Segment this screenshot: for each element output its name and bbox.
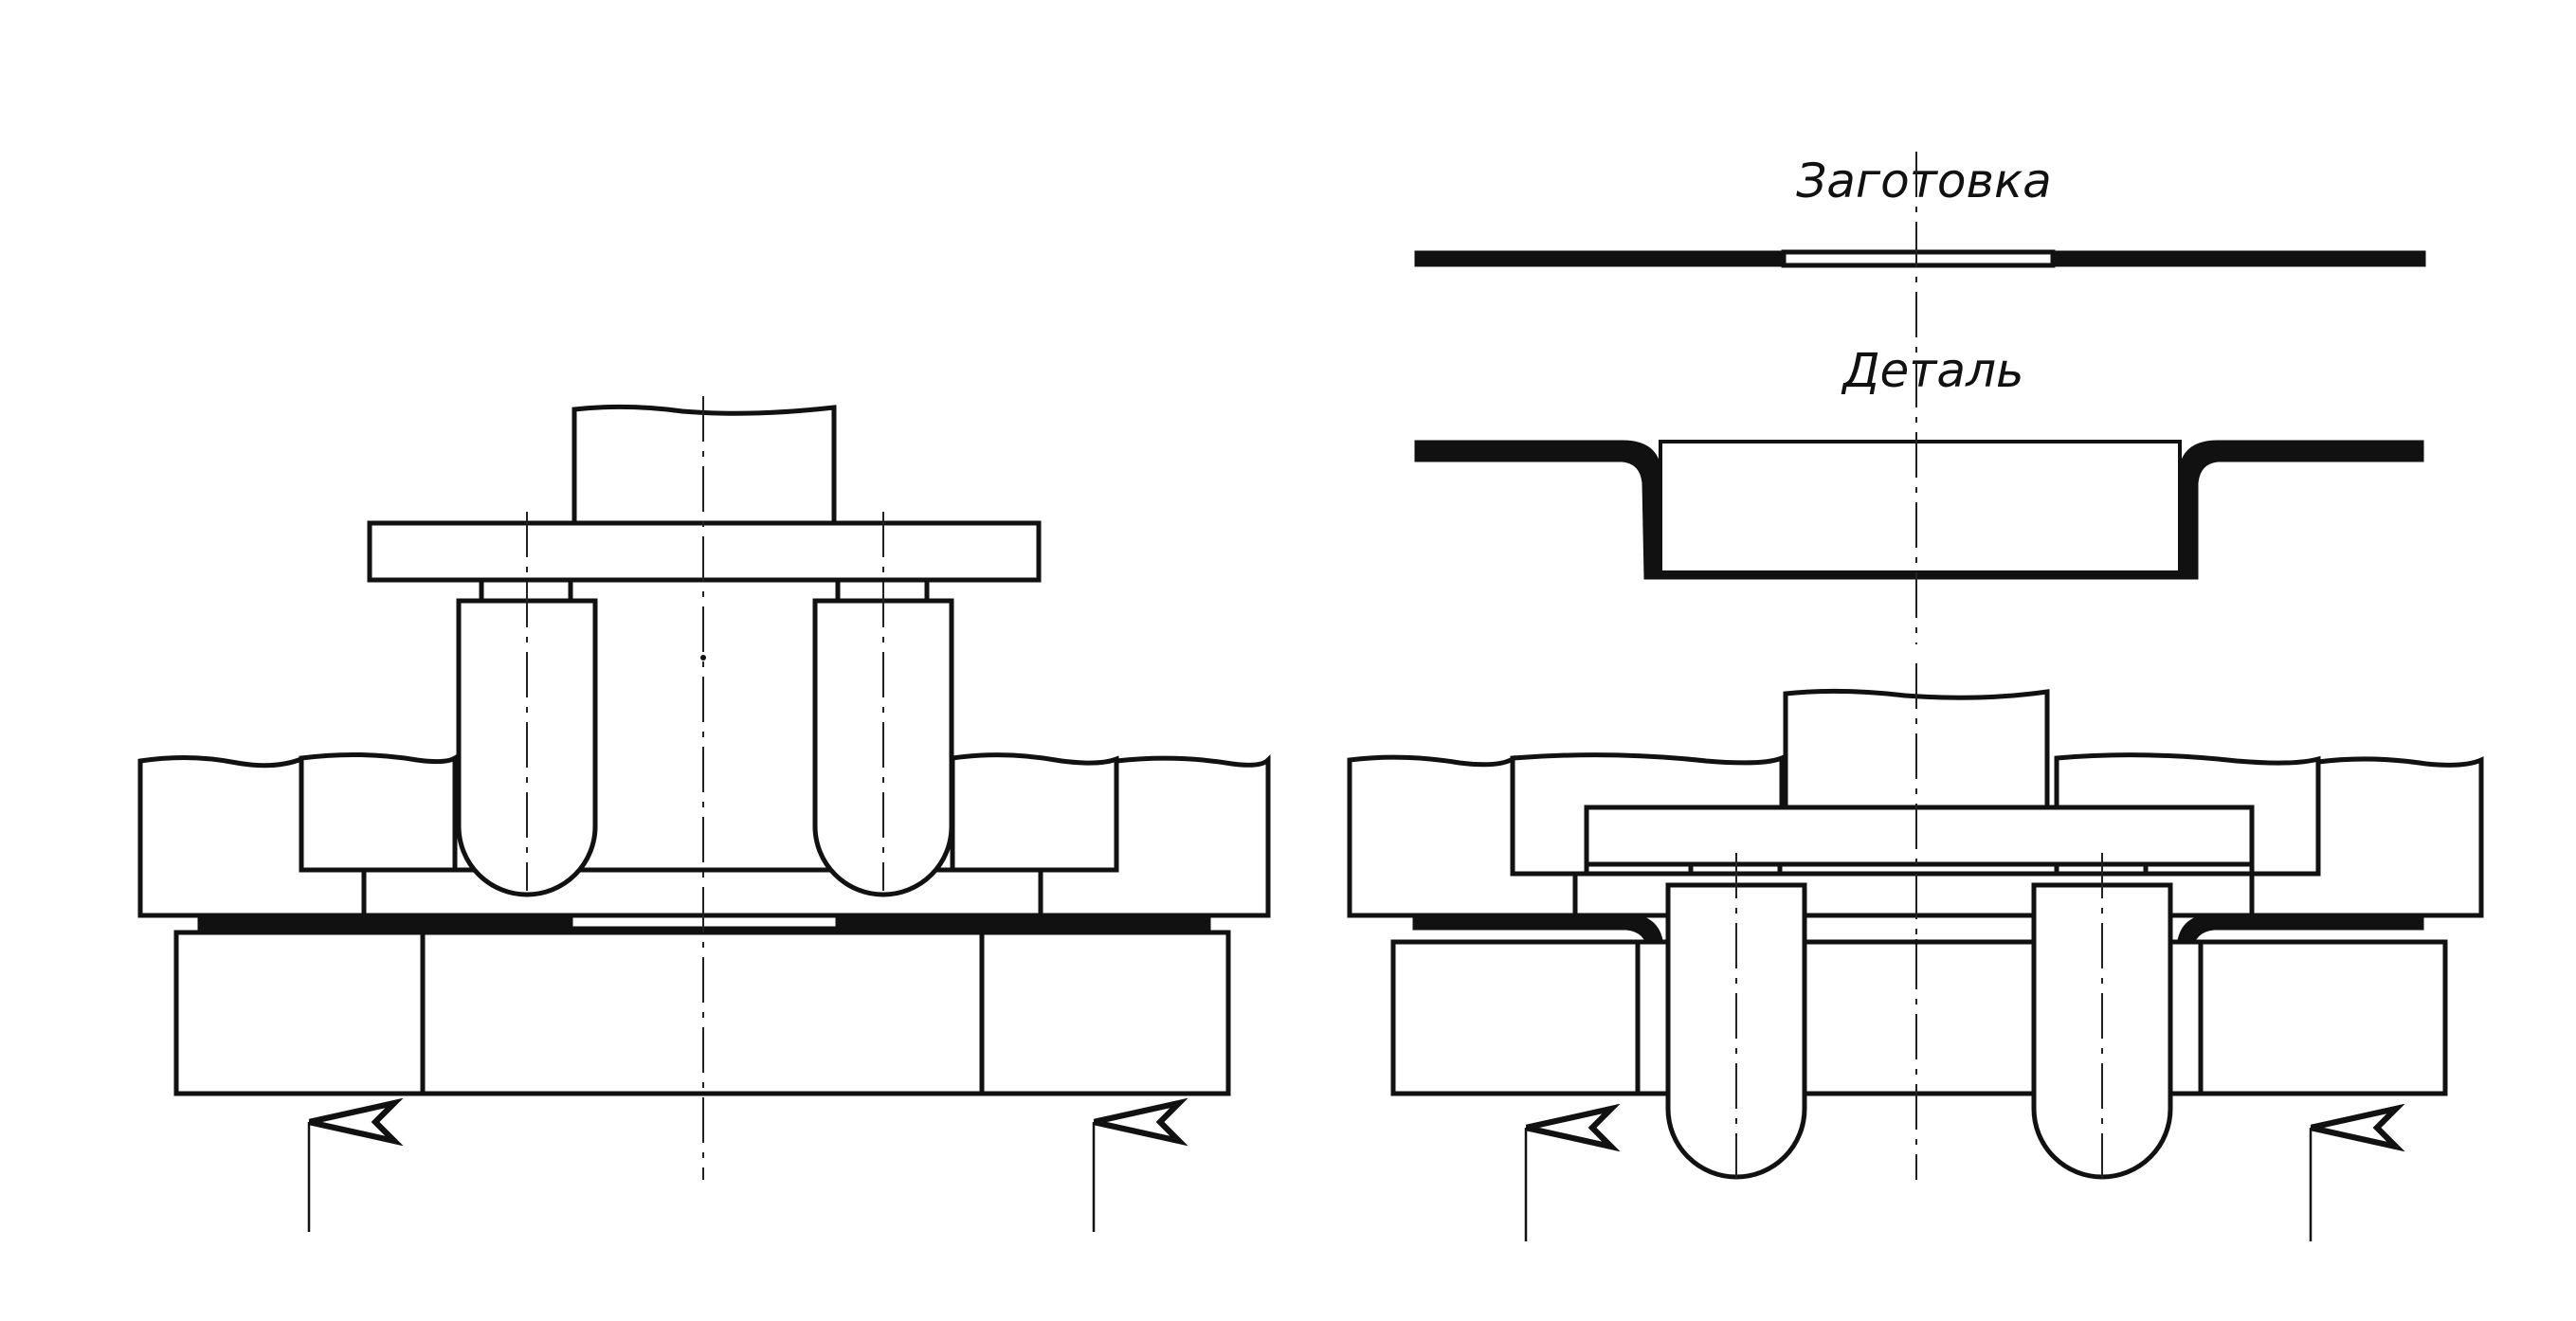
left-inner-holder-right (950, 752, 1119, 873)
part-flanged-profile (1414, 440, 2424, 580)
right-blank-and-part: Заготовка Деталь (1414, 152, 2426, 644)
right-lower-die-left-hatched (1390, 939, 1641, 1096)
blank-sheet-right (2051, 250, 2426, 267)
right-view-end-position (1347, 663, 2484, 1241)
left-lower-die-right-hatched (979, 930, 1231, 1096)
left-blank-sheet-right (836, 914, 1211, 931)
right-inner-holder (1510, 752, 1785, 877)
right-upper-plate-right-hatched (2249, 756, 2484, 918)
left-lower-die-left-hatched (173, 930, 426, 1096)
left-center-mark (700, 655, 706, 660)
right-punch-plate (1584, 805, 2255, 867)
right-center-mark (1914, 939, 1919, 945)
left-view-start-position (137, 396, 1271, 1232)
right-lower-die-right-hatched (2198, 939, 2448, 1096)
left-punch-stem (571, 404, 837, 523)
blank-label: Заготовка (1796, 154, 2052, 208)
left-upper-plate-right-hatched (1038, 753, 1271, 918)
left-inner-holder (299, 751, 458, 873)
part-hole-bottom (1659, 440, 2182, 574)
blank-sheet-left (1414, 250, 1786, 267)
blank-hole (1781, 249, 2056, 268)
part-label: Деталь (1841, 343, 2023, 398)
left-blank-sheet-left (197, 914, 572, 931)
